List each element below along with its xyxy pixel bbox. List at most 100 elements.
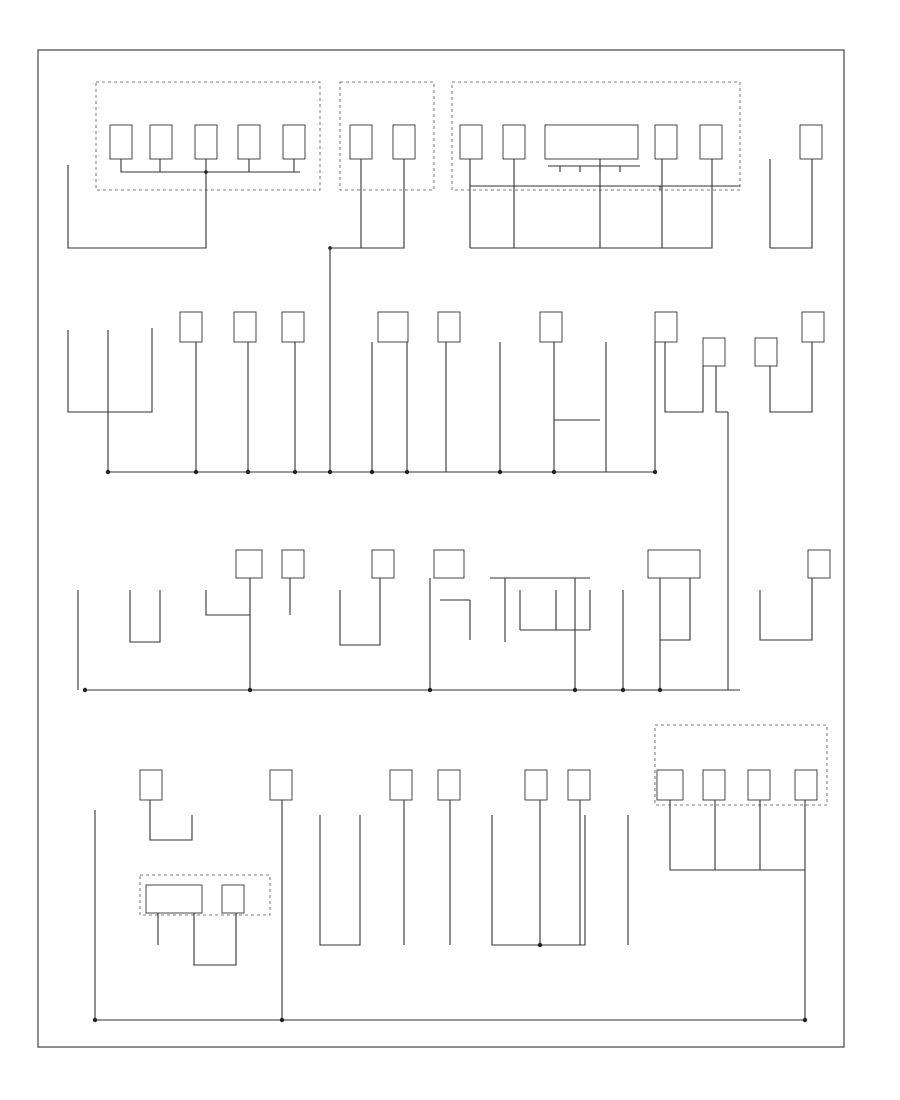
component-box (269, 769, 293, 801)
group-box-left (95, 81, 321, 191)
junction-node (105, 469, 111, 475)
component-box (647, 549, 701, 579)
component-box (433, 549, 465, 579)
wire (548, 165, 640, 172)
component-box (437, 769, 461, 801)
wire (94, 800, 193, 1020)
component-box (389, 769, 413, 801)
wire (319, 815, 361, 946)
component-box (221, 884, 245, 914)
junction-nodes (82, 170, 808, 1023)
wire (157, 913, 237, 966)
wire (330, 159, 405, 249)
wire (67, 328, 153, 413)
component-box (392, 124, 416, 160)
wire (669, 800, 806, 871)
diagram-frame (37, 49, 845, 1048)
junction-node (245, 469, 251, 475)
wire (67, 165, 207, 249)
wire-highlight (294, 342, 408, 472)
junction-node (369, 469, 375, 475)
component-box (349, 124, 373, 160)
wire (769, 159, 813, 249)
wire (120, 159, 300, 173)
junction-node (327, 469, 333, 475)
junction-node (92, 1017, 98, 1023)
wire (759, 578, 813, 641)
component-box (235, 549, 263, 579)
wire (622, 578, 691, 690)
component-box (281, 311, 305, 343)
junction-node (292, 469, 298, 475)
component-box (281, 549, 305, 579)
junction-node (572, 687, 578, 693)
component-box (754, 337, 778, 367)
row-4-components (94, 724, 828, 1021)
junction-node (497, 469, 503, 475)
wire (107, 412, 655, 473)
component-box (702, 337, 726, 367)
component-box (194, 124, 218, 160)
component-box (149, 124, 173, 160)
group-box-lower-right (654, 724, 828, 806)
junction-node (652, 469, 658, 475)
junction-node (551, 469, 557, 475)
component-box (654, 124, 678, 160)
component-box (656, 769, 684, 801)
group-box-lower-left (139, 874, 271, 916)
component-box (459, 124, 483, 160)
component-box (801, 311, 825, 343)
junction-node (204, 170, 208, 174)
wire (469, 159, 713, 249)
component-box (699, 124, 723, 160)
component-box (654, 311, 678, 343)
component-box (794, 769, 818, 801)
component-box (371, 549, 395, 579)
wire (491, 800, 586, 946)
component-box (377, 311, 409, 343)
junction-node (247, 687, 253, 693)
component-box (282, 124, 306, 160)
component-box (807, 549, 831, 579)
wire (664, 342, 729, 690)
row-2-components (67, 270, 825, 690)
wire (470, 185, 740, 190)
wire (490, 577, 591, 690)
junction-node (404, 469, 410, 475)
wire (195, 270, 656, 472)
component-box (502, 124, 526, 160)
component-box (567, 769, 591, 801)
component-box (179, 311, 203, 343)
wire (403, 800, 451, 945)
component-box (233, 311, 257, 343)
component-box (747, 769, 771, 801)
junction-node (427, 687, 433, 693)
junction-node (657, 687, 663, 693)
group-box-center (339, 81, 435, 191)
component-box (524, 769, 548, 801)
wire (339, 578, 381, 646)
wire (77, 590, 161, 690)
junction-node (620, 687, 626, 693)
junction-node (537, 942, 543, 948)
component-box (139, 769, 163, 801)
component-box (237, 124, 261, 160)
module-box (145, 884, 203, 914)
component-box (799, 124, 823, 160)
row-3-components (77, 549, 831, 691)
component-box (109, 124, 133, 160)
junction-node (279, 1017, 285, 1023)
junction-node (802, 1017, 808, 1023)
junction-node (82, 687, 88, 693)
component-box (437, 311, 461, 343)
junction-node (193, 469, 199, 475)
component-box (539, 311, 563, 343)
component-box (702, 769, 726, 801)
wire (85, 578, 740, 691)
group-box-right (451, 81, 741, 191)
wire (769, 342, 813, 413)
module-box (544, 124, 639, 160)
junction-node (328, 246, 332, 250)
wire (429, 578, 471, 690)
